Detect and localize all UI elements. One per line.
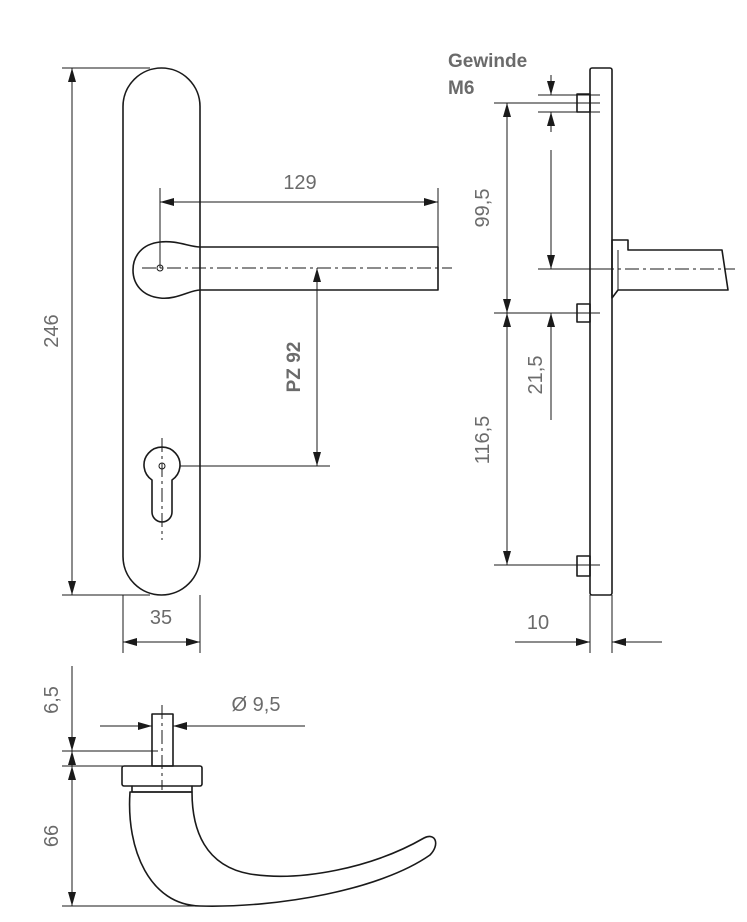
plate-width-label: 35 [150,607,172,629]
collar-height-label: 6,5 [41,686,63,714]
stud-bottom [576,555,591,577]
offset-label: 21,5 [525,356,547,395]
side-view: Gewinde M6 99,5 116,5 21,5 10 [448,51,735,653]
lever-length-label: 129 [283,172,316,194]
thread-label-1: Gewinde [448,51,527,72]
plate-thickness-label: 10 [527,612,549,634]
front-lever [132,240,439,300]
top-view: 6,5 66 Ø 9,5 [41,666,437,907]
lever-height-label: 66 [41,825,63,847]
upper-spacing-label: 99,5 [472,189,494,228]
top-lever [128,791,437,907]
side-plate [589,67,613,596]
front-view: 246 129 PZ 92 35 [41,67,452,653]
pz-label: PZ 92 [284,342,305,393]
plate-length-label: 246 [41,314,63,347]
side-lever-neck [611,239,729,299]
thread-label-2: M6 [448,78,474,99]
top-rose [121,765,203,787]
front-plate [122,67,201,596]
front-cylinder-hole [143,446,181,523]
pin-diameter-label: Ø 9,5 [232,694,281,716]
lower-spacing-label: 116,5 [472,416,494,465]
